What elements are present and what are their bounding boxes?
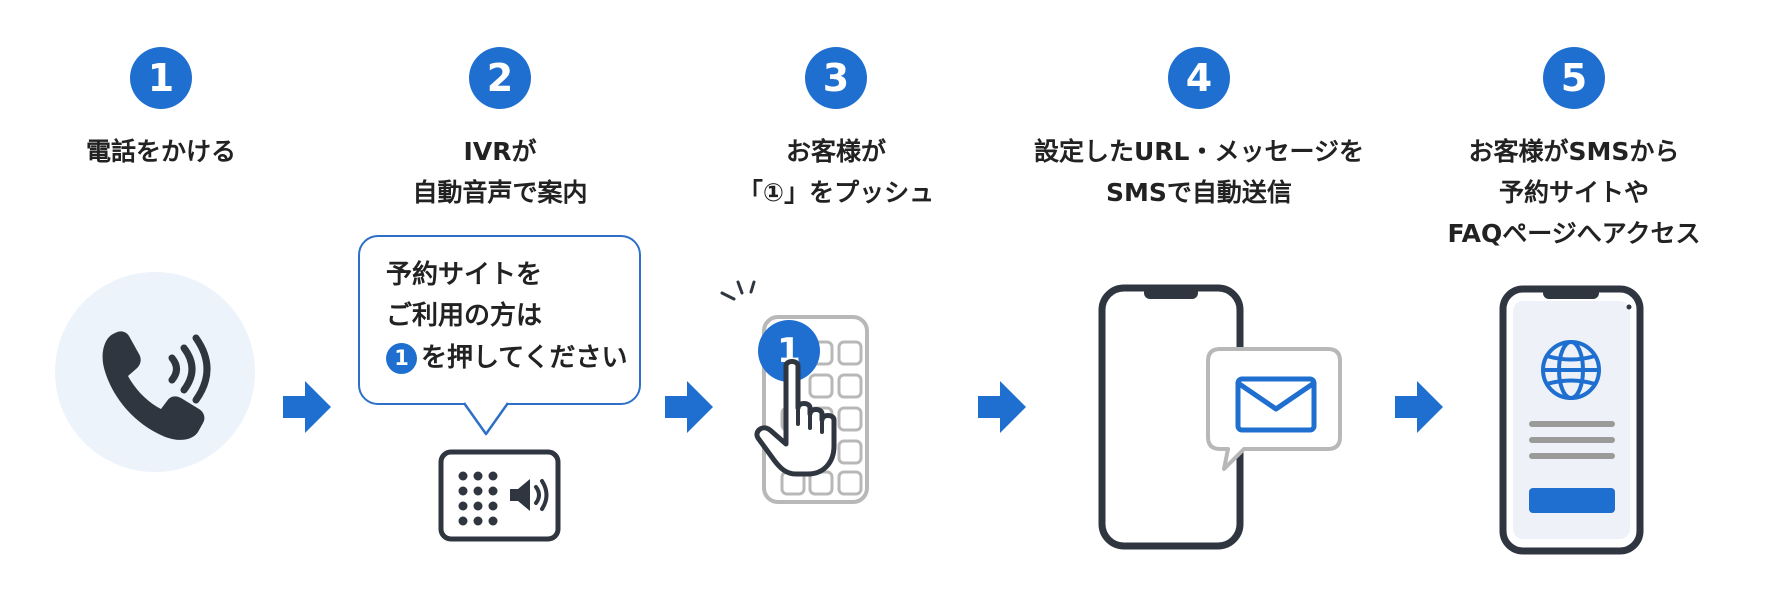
bubble-text-line-1: 予約サイトを <box>386 260 543 290</box>
step-4-label: 設定したURL・メッセージを SMSで自動送信 <box>1034 137 1364 207</box>
speaker-device-icon <box>438 449 561 542</box>
inline-number-badge: 1 <box>386 343 417 374</box>
arrow-right-icon <box>1395 381 1443 433</box>
speech-bubble-tail <box>462 400 510 436</box>
smartphone-sms-icon <box>1098 284 1342 550</box>
arrow-right-icon <box>665 381 713 433</box>
arrow-right-icon <box>978 381 1026 433</box>
step-3-number: 3 <box>805 47 867 109</box>
phone-icon <box>55 272 255 472</box>
step-2-number: 2 <box>469 47 531 109</box>
bubble-text-line-2: ご利用の方は <box>386 301 543 331</box>
step-4-number: 4 <box>1168 47 1230 109</box>
ivr-speech-bubble <box>358 235 641 405</box>
step-3-label: お客様が 「①」をプッシュ <box>737 137 935 207</box>
step-5-number: 5 <box>1543 47 1605 109</box>
bubble-text-line-3-text: を押してください <box>421 343 628 373</box>
smartphone-website-icon <box>1499 285 1644 555</box>
arrow-right-icon <box>283 381 331 433</box>
step-1-number: 1 <box>130 47 192 109</box>
finger-press-icon <box>754 359 837 477</box>
step-1-label: 電話をかける <box>85 137 236 166</box>
step-5-label: お客様がSMSから 予約サイトや FAQページへアクセス <box>1447 137 1701 248</box>
step-2-label: IVRが 自動音声で案内 <box>412 137 588 207</box>
